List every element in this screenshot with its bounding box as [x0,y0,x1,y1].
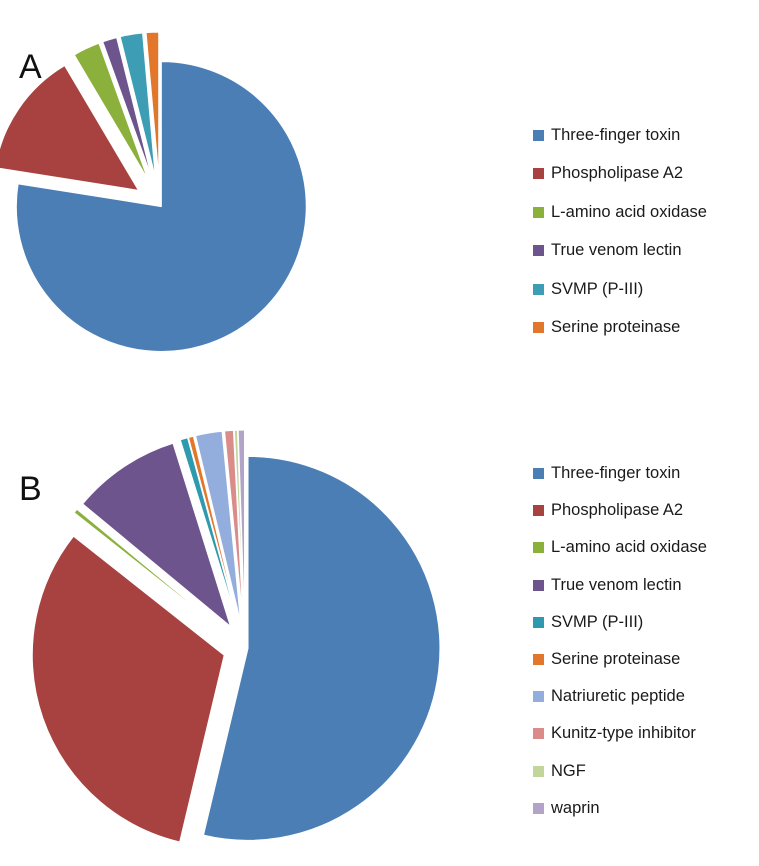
legend-item[interactable]: L-amino acid oxidase [533,529,707,566]
legend-swatch-icon [533,505,544,517]
panel-b-label: B [19,470,42,508]
legend-item[interactable]: NGF [533,753,707,790]
legend-label: SVMP (P-III) [551,612,644,631]
pie-chart-b-svg [31,429,441,843]
pie-slice[interactable] [82,442,232,627]
legend-item[interactable]: Kunitz-type inhibitor [533,715,707,752]
legend-item[interactable]: L-amino acid oxidase [533,193,707,232]
legend-item[interactable]: Natriuretic peptide [533,678,707,715]
legend-item[interactable]: Phospholipase A2 [533,155,707,194]
legend-item[interactable]: waprin [533,790,707,827]
legend-item[interactable]: SVMP (P-III) [533,270,707,309]
legend-swatch-icon [533,468,544,480]
pie-slice[interactable] [202,455,441,841]
pie-slice[interactable] [31,535,225,843]
legend-label: waprin [551,798,600,817]
legend-label: Serine proteinase [551,650,681,669]
pie-slice[interactable] [237,429,246,623]
legend-label: L-amino acid oxidase [551,538,707,557]
legend-label: Three-finger toxin [551,125,681,144]
legend-label: Three-finger toxin [551,464,681,483]
legend-swatch-icon [533,245,544,257]
legend-item[interactable]: Serine proteinase [533,641,707,678]
pie-slice[interactable] [187,435,240,624]
legend-item[interactable]: Phospholipase A2 [533,492,707,529]
legend-label: Natriuretic peptide [551,687,685,706]
legend-item[interactable]: Serine proteinase [533,309,707,348]
pie-slice[interactable] [0,65,140,191]
legend-swatch-icon [533,322,544,334]
pie-slice[interactable] [194,430,242,623]
pie-chart-a [0,31,307,353]
legend-swatch-icon [533,765,544,777]
legend-label: True venom lectin [551,241,682,260]
pie-slice[interactable] [145,31,160,178]
legend-label: L-amino acid oxidase [551,202,707,221]
legend-item[interactable]: Three-finger toxin [533,116,707,155]
pie-chart-a-svg [0,31,307,353]
legend-swatch-icon [533,129,544,141]
legend-label: Phospholipase A2 [551,501,684,520]
legend-label: True venom lectin [551,575,682,594]
pie-slice[interactable] [73,508,226,633]
legend-swatch-icon [533,654,544,666]
legend-label: Serine proteinase [551,318,681,337]
legend-swatch-icon [533,542,544,554]
legend-swatch-icon [533,579,544,591]
pie-slice[interactable] [15,60,307,353]
pie-slice[interactable] [119,32,156,178]
legend-swatch-icon [533,728,544,740]
pie-slice[interactable] [223,429,244,623]
legend-swatch-icon [533,616,544,628]
pie-slice[interactable] [102,36,153,179]
legend-label: Kunitz-type inhibitor [551,724,696,743]
pie-slice[interactable] [73,42,149,181]
legend-label: SVMP (P-III) [551,279,644,298]
legend-item[interactable]: True venom lectin [533,232,707,271]
legend-swatch-icon [533,168,544,180]
pie-slice[interactable] [179,437,239,624]
legend-item[interactable]: True venom lectin [533,567,707,604]
legend-item[interactable]: SVMP (P-III) [533,604,707,641]
legend-swatch-icon [533,283,544,295]
legend-swatch-icon [533,206,544,218]
legend-item[interactable]: Three-finger toxin [533,455,707,492]
legend-swatch-icon [533,691,544,703]
legend-swatch-icon [533,802,544,814]
panel-a-label: A [19,48,42,86]
pie-chart-b [0,429,759,866]
legend-label: NGF [551,761,586,780]
legend-label: Phospholipase A2 [551,164,684,183]
pie-slice[interactable] [233,429,245,623]
